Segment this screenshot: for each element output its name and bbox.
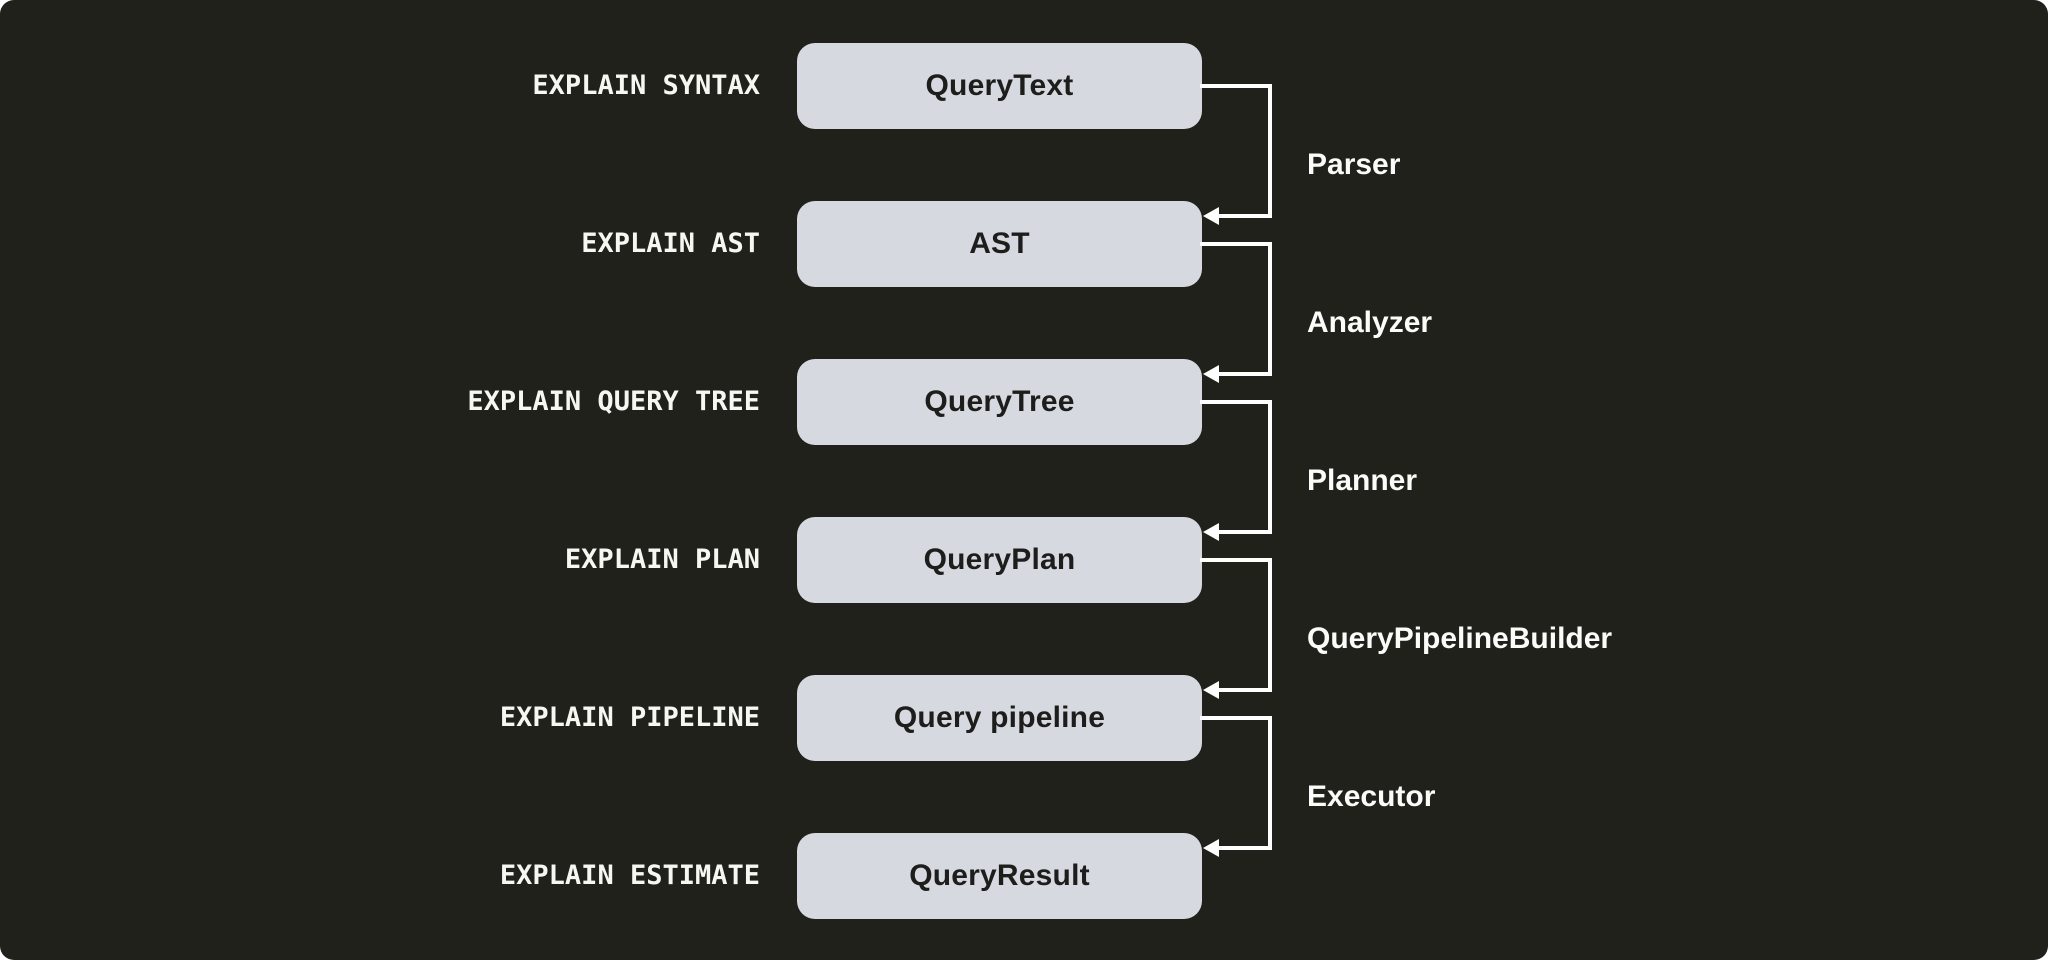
- connector-entry-segment: [1219, 688, 1272, 692]
- connector-label-query-pipeline-builder: QueryPipelineBuilder: [1307, 622, 1613, 655]
- connector-entry-segment: [1219, 530, 1272, 534]
- explain-command-label-query-tree: EXPLAIN QUERY TREE: [467, 386, 760, 417]
- pipeline-row-query-tree: EXPLAIN QUERY TREE QueryTree: [0, 359, 2048, 445]
- connector-vertical-segment: [1268, 558, 1272, 692]
- connector-entry-segment: [1219, 214, 1272, 218]
- connector-exit-segment: [1200, 242, 1272, 246]
- connector-label-planner: Planner: [1307, 464, 1418, 497]
- pipeline-row-plan: EXPLAIN PLAN QueryPlan: [0, 517, 2048, 603]
- explain-command-label-syntax: EXPLAIN SYNTAX: [532, 70, 760, 101]
- stage-box-label: Query pipeline: [893, 701, 1106, 734]
- pipeline-row-pipeline: EXPLAIN PIPELINE Query pipeline: [0, 675, 2048, 761]
- arrowhead-left-icon: [1203, 681, 1219, 699]
- stage-box-label: AST: [969, 227, 1030, 260]
- explain-command-label-estimate: EXPLAIN ESTIMATE: [499, 860, 760, 891]
- connector-vertical-segment: [1268, 242, 1272, 376]
- stage-box-label: QueryTree: [924, 385, 1075, 418]
- pipeline-row-estimate: EXPLAIN ESTIMATE QueryResult: [0, 833, 2048, 919]
- stage-box-query-result: QueryResult: [797, 833, 1202, 919]
- stage-box-label: QueryText: [925, 69, 1074, 102]
- connector-entry-segment: [1219, 372, 1272, 376]
- arrowhead-left-icon: [1203, 207, 1219, 225]
- connector-label-parser: Parser: [1307, 148, 1401, 181]
- stage-box-query-pipeline: Query pipeline: [797, 675, 1202, 761]
- connector-vertical-segment: [1268, 716, 1272, 850]
- connector-exit-segment: [1200, 400, 1272, 404]
- connector-vertical-segment: [1268, 400, 1272, 534]
- pipeline-row-syntax: EXPLAIN SYNTAX QueryText: [0, 43, 2048, 129]
- connector-entry-segment: [1219, 846, 1272, 850]
- stage-box-query-text: QueryText: [797, 43, 1202, 129]
- stage-box-label: QueryPlan: [923, 543, 1076, 576]
- pipeline-row-ast: EXPLAIN AST AST: [0, 201, 2048, 287]
- stage-box-query-tree: QueryTree: [797, 359, 1202, 445]
- arrowhead-left-icon: [1203, 523, 1219, 541]
- stage-box-label: QueryResult: [909, 859, 1090, 892]
- connector-vertical-segment: [1268, 84, 1272, 218]
- connector-exit-segment: [1200, 716, 1272, 720]
- connector-exit-segment: [1200, 84, 1272, 88]
- connector-exit-segment: [1200, 558, 1272, 562]
- arrowhead-left-icon: [1203, 839, 1219, 857]
- explain-command-label-plan: EXPLAIN PLAN: [564, 544, 760, 575]
- connector-label-executor: Executor: [1307, 780, 1436, 813]
- explain-command-label-ast: EXPLAIN AST: [581, 228, 760, 259]
- explain-command-label-pipeline: EXPLAIN PIPELINE: [499, 702, 760, 733]
- stage-box-query-plan: QueryPlan: [797, 517, 1202, 603]
- connector-label-analyzer: Analyzer: [1307, 306, 1433, 339]
- arrowhead-left-icon: [1203, 365, 1219, 383]
- stage-box-ast: AST: [797, 201, 1202, 287]
